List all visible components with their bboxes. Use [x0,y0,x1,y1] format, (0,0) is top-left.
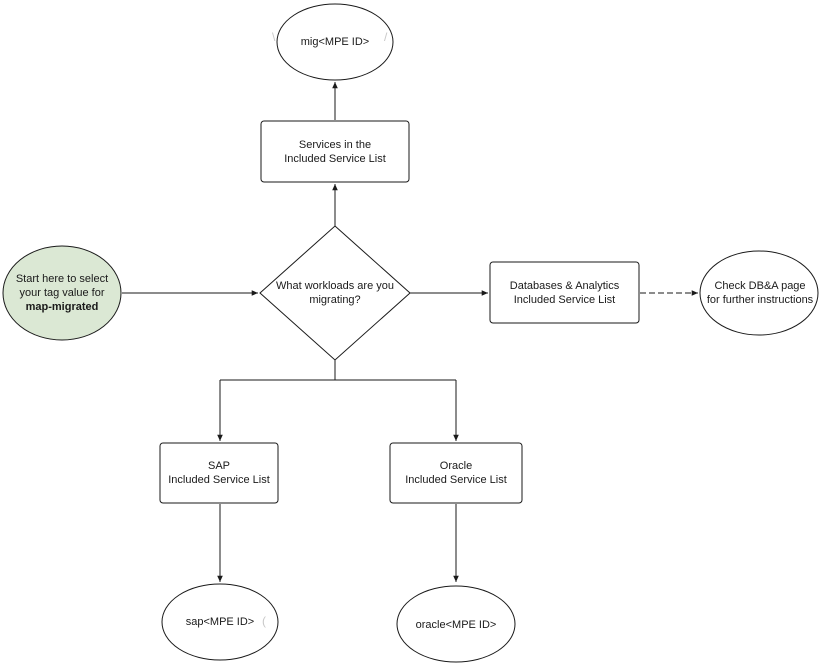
oracle-node-shape [389,442,523,504]
check-dba-node-line1: Check DB&A page [714,280,806,292]
oracle-node-line1: Oracle [439,460,473,472]
oracle-tag-node-shape [396,585,516,663]
ghost-mark-sap: ( [262,614,266,628]
oracle-tag-node-line1: oracle<MPE ID> [415,619,497,631]
dba-node-shape [489,261,640,324]
sap-node-shape [159,442,279,504]
ghost-mark-right: / [384,30,388,44]
services-node-line2: Included Service List [284,152,386,165]
start-node[interactable]: Start here to select your tag value for … [3,264,121,322]
decision-node-shape [259,225,411,361]
decision-node-line1: What workloads are you [276,280,394,292]
oracle-node[interactable]: Oracle Included Service List [390,443,522,503]
services-node[interactable]: Services in the Included Service List [261,121,409,182]
check-dba-node[interactable]: Check DB&A page for further instructions [700,270,820,316]
sap-node[interactable]: SAP Included Service List [160,443,278,503]
oracle-node-line2: Included Service List [405,474,507,486]
sap-node-line2: Included Service List [168,474,270,486]
sap-node-line1: SAP [207,460,230,472]
ghost-mark-left: \ [272,30,276,44]
decision-node[interactable]: What workloads are you migrating? [262,276,408,310]
check-dba-node-line2: for further instructions [706,294,814,306]
sap-tag-node-line1: sap<MPE ID> [185,616,255,628]
services-node-line1: Services in the [298,138,372,151]
mig-tag-node-line1: mig<MPE ID> [300,36,370,48]
mig-tag-node[interactable]: mig<MPE ID> [277,28,393,56]
start-node-line2: your tag value for [19,287,105,299]
services-node-shape [260,120,410,183]
decision-node-line2: migrating? [309,294,361,306]
dba-node[interactable]: Databases & Analytics Included Service L… [490,262,639,323]
check-dba-node-shape [699,250,819,336]
dba-node-line2: Included Service List [513,293,616,306]
dba-node-line1: Databases & Analytics [509,279,620,292]
start-node-line1: Start here to select [15,273,109,285]
sap-tag-node-shape [161,583,279,661]
start-node-shape [2,245,122,341]
start-node-line3: map-migrated [25,301,99,313]
sap-tag-node[interactable]: sap<MPE ID> [162,608,278,636]
mig-tag-node-shape [276,3,394,81]
oracle-tag-node[interactable]: oracle<MPE ID> [397,611,515,639]
